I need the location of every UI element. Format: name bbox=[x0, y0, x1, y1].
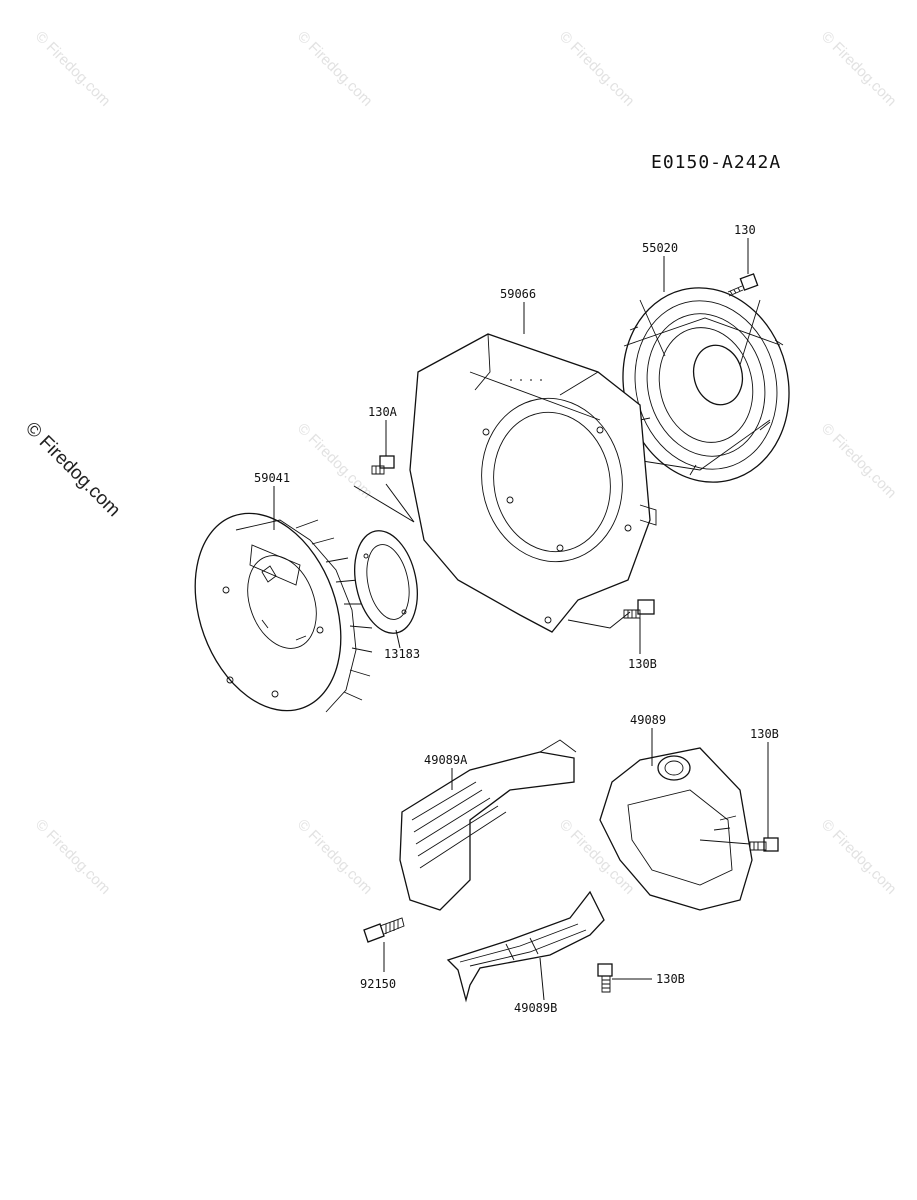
part-label-130B-center: 130B bbox=[628, 657, 657, 671]
part-label-130A: 130A bbox=[368, 405, 398, 419]
part-label-55020: 55020 bbox=[642, 241, 678, 255]
cover-49089 bbox=[599, 747, 753, 911]
part-label-59041: 59041 bbox=[254, 471, 290, 485]
diagram-code: E0150-A242A bbox=[651, 152, 782, 173]
part-label-49089A: 49089A bbox=[424, 753, 468, 767]
fan-housing-59066 bbox=[409, 333, 657, 633]
flywheel-59041 bbox=[194, 512, 373, 713]
part-label-92150: 92150 bbox=[360, 977, 396, 991]
part-label-49089B: 49089B bbox=[514, 1001, 557, 1015]
part-label-130B-bottom: 130B bbox=[656, 972, 685, 986]
screw-130 bbox=[727, 273, 759, 297]
part-label-13183: 13183 bbox=[384, 647, 420, 661]
leader-lines bbox=[273, 238, 769, 1001]
cover-49089B bbox=[446, 890, 605, 1003]
bolt-130B-bottom bbox=[597, 963, 613, 993]
bolt-130A bbox=[371, 455, 395, 475]
fan-guard-55020 bbox=[622, 287, 790, 483]
plate-13183 bbox=[354, 530, 418, 634]
cover-49089A bbox=[399, 739, 577, 911]
part-label-49089: 49089 bbox=[630, 713, 666, 727]
part-label-130: 130 bbox=[734, 223, 756, 237]
part-label-59066: 59066 bbox=[500, 287, 536, 301]
part-label-130B-right: 130B bbox=[750, 727, 779, 741]
stud-bolt-92150 bbox=[363, 917, 405, 943]
bolt-130B-right bbox=[749, 837, 779, 852]
bolt-130B-center bbox=[623, 599, 655, 619]
